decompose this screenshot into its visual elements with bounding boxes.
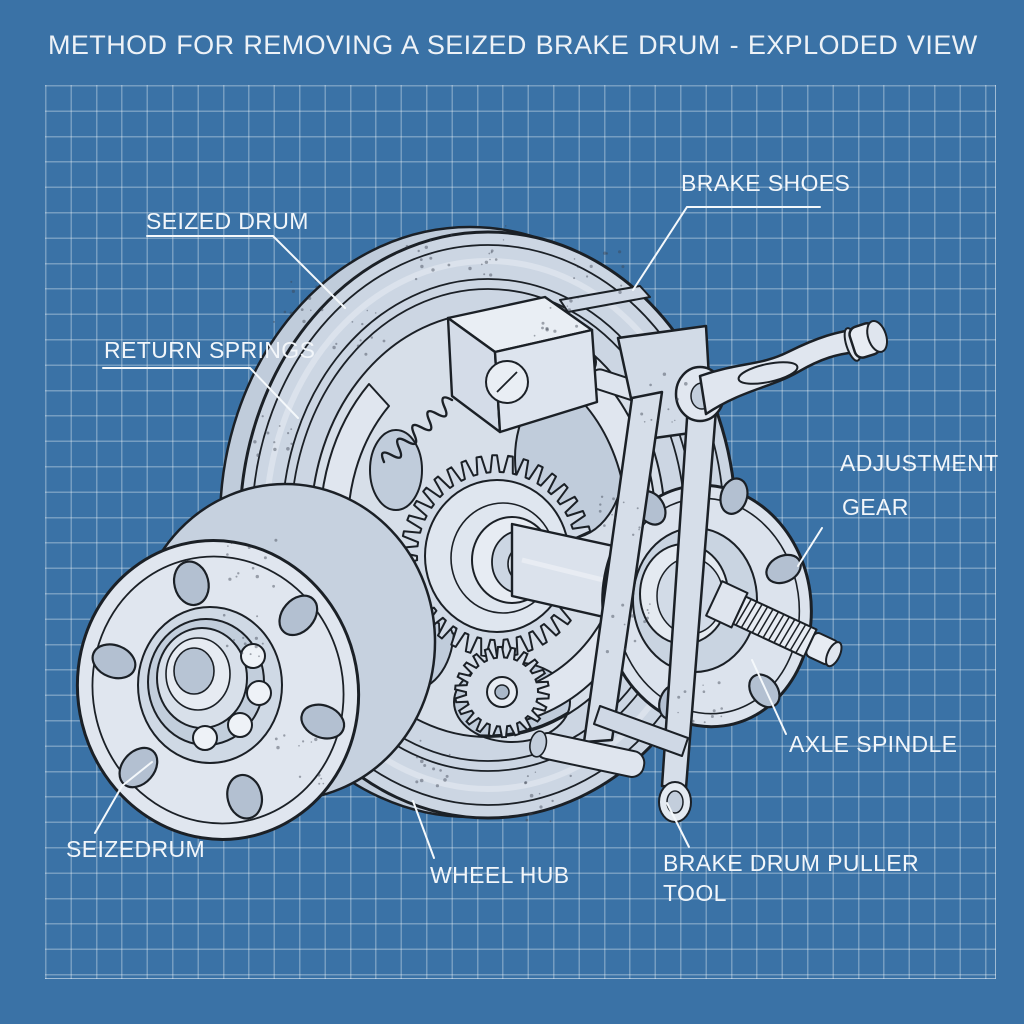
leader-seized-drum bbox=[146, 235, 346, 309]
shoe-top-edge bbox=[559, 285, 651, 313]
axle-spindle bbox=[705, 580, 843, 668]
bolt-hole bbox=[300, 703, 346, 740]
flange-hole bbox=[765, 553, 802, 585]
label-wheel-hub: WHEEL HUB bbox=[430, 862, 570, 888]
label-axle-spindle: AXLE SPINDLE bbox=[789, 731, 958, 757]
flange-hole bbox=[719, 477, 749, 515]
bolt-hole bbox=[172, 560, 210, 607]
bolt-hole bbox=[278, 594, 319, 637]
leader-wheel-hub bbox=[412, 800, 435, 859]
label-seized-drum: SEIZED DRUM bbox=[146, 208, 309, 234]
handle-knob bbox=[843, 319, 889, 362]
flange-hole bbox=[748, 673, 781, 709]
puller-arm-left bbox=[582, 390, 664, 744]
bolt-hole bbox=[226, 773, 264, 820]
wheel-hub-left bbox=[75, 482, 437, 841]
bolt-hole bbox=[91, 643, 137, 680]
label-adjustment-gear-line1: ADJUSTMENT bbox=[840, 450, 999, 476]
label-seizedrum: SEIZEDRUM bbox=[66, 836, 206, 862]
leader-seizedrum bbox=[94, 761, 153, 834]
puller-handle bbox=[698, 328, 858, 416]
leader-axle-spindle bbox=[751, 659, 787, 735]
label-puller-line2: TOOL bbox=[663, 880, 727, 906]
wheel-cylinder bbox=[446, 295, 599, 434]
label-brake-shoes: BRAKE SHOES bbox=[681, 170, 851, 196]
brake-drum-puller-tool bbox=[529, 319, 889, 823]
leader-adjustment-gear bbox=[797, 527, 823, 567]
lower-gear bbox=[454, 645, 550, 739]
handle-slot bbox=[737, 361, 799, 385]
bearing-balls bbox=[192, 643, 272, 751]
return-spring bbox=[380, 396, 454, 464]
leader-puller bbox=[666, 802, 690, 848]
leader-lines bbox=[94, 206, 823, 859]
stipple-texture bbox=[222, 225, 723, 823]
coil-spring bbox=[380, 396, 454, 464]
page-title: METHOD FOR REMOVING A SEIZED BRAKE DRUM … bbox=[48, 30, 978, 60]
leader-brake-shoes bbox=[632, 206, 821, 291]
label-puller-line1: BRAKE DRUM PULLER bbox=[663, 850, 920, 876]
label-adjustment-gear-line2: GEAR bbox=[842, 494, 909, 520]
puller-strut bbox=[593, 705, 689, 757]
leader-return-springs bbox=[102, 367, 299, 419]
label-return-springs: RETURN SPRINGS bbox=[104, 337, 316, 363]
